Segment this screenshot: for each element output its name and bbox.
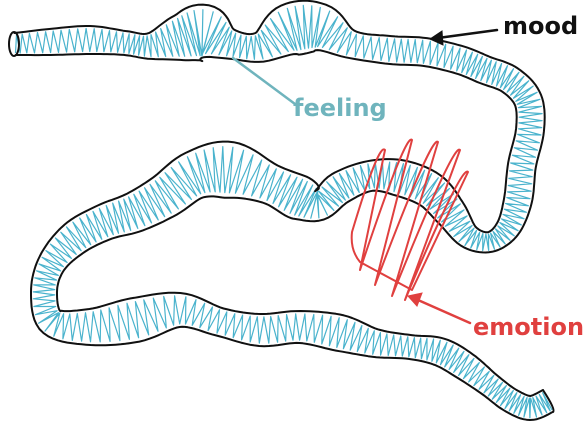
feeling-squiggle bbox=[16, 5, 553, 417]
label-mood: mood bbox=[503, 12, 578, 40]
emotion-scribble bbox=[352, 140, 468, 300]
mood-arrow bbox=[438, 30, 497, 38]
label-emotion: emotion bbox=[473, 313, 584, 341]
mood-arrow-head bbox=[430, 31, 443, 45]
mood-tube-right-outline bbox=[14, 1, 544, 396]
emotion-arrow-head bbox=[408, 293, 422, 306]
mood-tube-start-cap bbox=[9, 32, 19, 56]
feeling-squiggle-fill bbox=[16, 5, 553, 417]
feeling-pointer-line bbox=[233, 58, 295, 104]
label-feeling: feeling bbox=[293, 94, 387, 122]
emotion-arrow bbox=[418, 300, 470, 323]
